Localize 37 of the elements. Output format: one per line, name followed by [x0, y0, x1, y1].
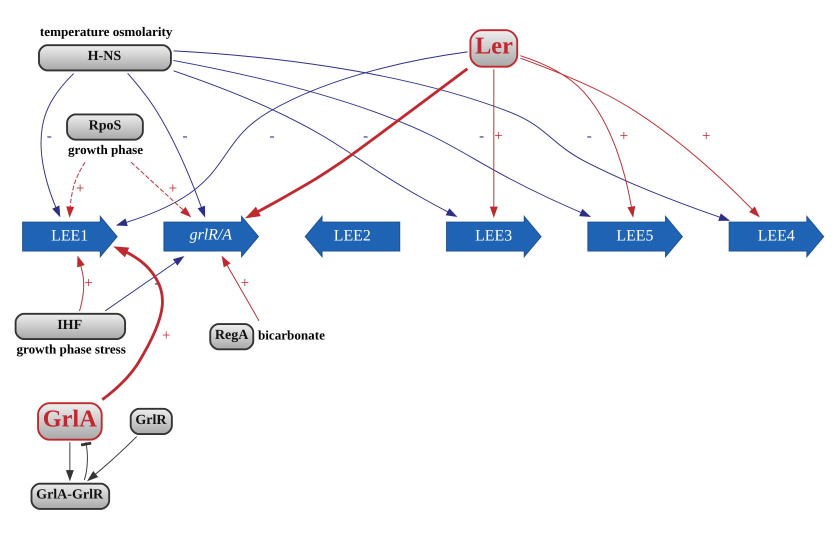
- edge-label: +: [84, 275, 93, 292]
- arrow: [173, 70, 458, 217]
- edge-label: -: [270, 128, 275, 144]
- arrow: [116, 51, 468, 226]
- arrow: [101, 246, 164, 401]
- arrow: [222, 256, 260, 322]
- edge-label: +: [76, 180, 84, 197]
- node-label: bicarbonate: [258, 327, 325, 342]
- arrow: [77, 256, 85, 312]
- arrow: [172, 60, 592, 217]
- edge-label: +: [702, 128, 710, 144]
- edge-label: -: [479, 128, 484, 144]
- edge-label: -: [363, 128, 368, 144]
- node-label: growth phase stress: [16, 341, 126, 356]
- arrow: [520, 58, 760, 218]
- arrow: [66, 442, 74, 482]
- arrow: [130, 162, 192, 218]
- node-label: growth phase: [68, 142, 144, 157]
- connector: [80, 442, 92, 480]
- arrow: [104, 256, 184, 312]
- edge-label: +: [620, 128, 628, 144]
- arrow: [127, 72, 206, 218]
- arrow: [520, 55, 636, 218]
- arrow: [87, 436, 138, 482]
- edge-label: -: [182, 128, 188, 144]
- edge-label: +: [162, 328, 170, 344]
- arrow: [245, 68, 468, 218]
- edge-label: -: [46, 128, 52, 144]
- edge-label: +: [168, 180, 178, 197]
- node-label: temperature osmolarity: [40, 24, 172, 40]
- arrow: [66, 162, 86, 218]
- arrow: [40, 73, 74, 218]
- arrow: [490, 68, 498, 218]
- edge-label: -: [586, 128, 592, 144]
- arrow: [173, 50, 730, 221]
- edge-label: +: [240, 275, 250, 292]
- edge-label: +: [494, 128, 503, 144]
